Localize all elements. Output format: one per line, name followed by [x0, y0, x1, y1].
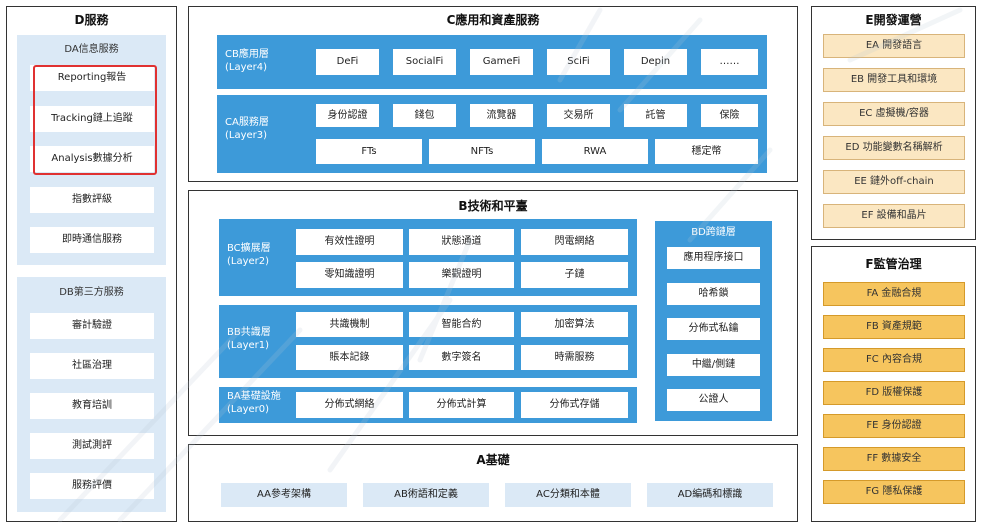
- ca-item-custody: 託管: [624, 104, 687, 127]
- bb-label-line1: BB共識層: [227, 327, 271, 338]
- ca-item-wallet: 錢包: [393, 104, 456, 127]
- cb-item-scifi: SciFi: [547, 49, 610, 75]
- b-tech-frame: B技術和平臺 BC擴展層 (Layer2) 有效性證明 狀態通道 閃電網絡 零知…: [188, 190, 798, 436]
- bb-item-smart-contract: 智能合約: [409, 312, 514, 337]
- bd-item-hashlock: 哈希鎖: [667, 283, 760, 305]
- bd-item-api: 應用程序接口: [667, 247, 760, 269]
- ca-item-stablecoin: 穩定幣: [655, 139, 758, 164]
- bc-item-subchain: 子鏈: [521, 262, 628, 288]
- ca-label-line2: (Layer3): [225, 129, 268, 141]
- cb-item-socialfi: SocialFi: [393, 49, 456, 75]
- bc-label-line1: BC擴展層: [227, 243, 271, 254]
- f-regulation-frame: F監管治理 FA 金融合規 FB 資產規範 FC 內容合規 FD 版權保護 FE…: [811, 246, 976, 522]
- f-item-data-security: FF 數據安全: [823, 447, 965, 471]
- f-item-content-compliance: FC 內容合規: [823, 348, 965, 372]
- c-apps-title: C應用和資產服務: [446, 13, 540, 27]
- da-item-reporting: Reporting報告: [30, 65, 154, 91]
- ca-item-fts: FTs: [316, 139, 422, 164]
- e-item-dev-language: EA 開發語言: [823, 34, 965, 58]
- bb-label-line2: (Layer1): [227, 339, 270, 351]
- ca-item-exchange: 交易所: [547, 104, 610, 127]
- da-label: DA信息服務: [64, 44, 119, 55]
- f-regulation-title: F監管治理: [865, 257, 922, 271]
- bb-item-timing-service: 時需服務: [521, 345, 628, 370]
- da-item-analysis: Analysis數據分析: [30, 146, 154, 172]
- f-item-asset-standards: FB 資產規範: [823, 315, 965, 339]
- a-foundation-title: A基礎: [476, 453, 510, 467]
- ca-item-nfts: NFTs: [429, 139, 535, 164]
- da-highlight-box: [33, 65, 157, 175]
- e-item-off-chain: EE 鏈外off-chain: [823, 170, 965, 194]
- bd-label: BD跨鏈層: [691, 227, 736, 238]
- d-services-frame: D服務 DA信息服務 Reporting報告 Tracking鏈上追蹤 Anal…: [6, 6, 177, 522]
- ca-item-identity: 身份認證: [316, 104, 379, 127]
- a-foundation-frame: A基礎 AA參考架構 AB術語和定義 AC分類和本體 AD編碼和標識: [188, 444, 798, 522]
- ca-item-insurance: 保險: [701, 104, 758, 127]
- e-item-devices-chips: EF 設備和晶片: [823, 204, 965, 228]
- f-item-financial-compliance: FA 金融合規: [823, 282, 965, 306]
- a-item-terms-definitions: AB術語和定義: [363, 483, 489, 507]
- c-apps-frame: C應用和資產服務 CB應用層 (Layer4) DeFi SocialFi Ga…: [188, 6, 798, 182]
- ba-label-line1: BA基礎設施: [227, 391, 281, 402]
- b-tech-title: B技術和平臺: [458, 199, 528, 213]
- e-item-domain-resolution: ED 功能變數名稱解析: [823, 136, 965, 160]
- f-item-copyright: FD 版權保護: [823, 381, 965, 405]
- e-item-dev-tools: EB 開發工具和環境: [823, 68, 965, 92]
- ba-label: BA基礎設施 (Layer0): [227, 391, 281, 416]
- ca-item-rwa: RWA: [542, 139, 648, 164]
- bd-item-notary: 公證人: [667, 389, 760, 411]
- ba-label-line2: (Layer0): [227, 403, 270, 415]
- e-item-vm-container: EC 虛擬機/容器: [823, 102, 965, 126]
- ba-item-distributed-network: 分佈式網絡: [296, 392, 403, 418]
- cb-item-defi: DeFi: [316, 49, 379, 75]
- ca-label: CA服務層 (Layer3): [225, 117, 269, 142]
- da-item-tracking: Tracking鏈上追蹤: [30, 106, 154, 132]
- cb-item-more: ……: [701, 49, 758, 75]
- cb-item-depin: Depin: [624, 49, 687, 75]
- cb-label-line1: CB應用層: [225, 49, 269, 60]
- da-item-index-rating: 指數評級: [30, 187, 154, 213]
- db-item-education: 教育培訓: [30, 393, 154, 419]
- db-item-community: 社區治理: [30, 353, 154, 379]
- e-devops-frame: E開發運營 EA 開發語言 EB 開發工具和環境 EC 虛擬機/容器 ED 功能…: [811, 6, 976, 240]
- cb-label-line2: (Layer4): [225, 61, 268, 73]
- db-label: DB第三方服務: [59, 287, 124, 298]
- ba-item-distributed-computing: 分佈式計算: [409, 392, 514, 418]
- bc-item-lightning: 閃電網絡: [521, 229, 628, 255]
- a-item-encoding-identification: AD編碼和標識: [647, 483, 773, 507]
- ca-label-line1: CA服務層: [225, 117, 269, 128]
- bb-item-crypto-algorithm: 加密算法: [521, 312, 628, 337]
- bd-item-distributed-key: 分佈式私鑰: [667, 318, 760, 340]
- bb-item-digital-signature: 數字簽名: [409, 345, 514, 370]
- e-devops-title: E開發運營: [865, 13, 922, 27]
- bd-item-relay-sidechain: 中繼/側鏈: [667, 354, 760, 376]
- da-item-instant-messaging: 即時通信服務: [30, 227, 154, 253]
- bc-label-line2: (Layer2): [227, 255, 270, 267]
- ca-item-browser: 流覽器: [470, 104, 533, 127]
- db-item-audit: 審計驗證: [30, 313, 154, 339]
- a-item-reference-architecture: AA參考架構: [221, 483, 347, 507]
- bb-label: BB共識層 (Layer1): [227, 327, 271, 352]
- db-item-testing: 測試測評: [30, 433, 154, 459]
- cb-item-gamefi: GameFi: [470, 49, 533, 75]
- cb-label: CB應用層 (Layer4): [225, 49, 269, 74]
- db-item-service-review: 服務評價: [30, 473, 154, 499]
- bc-item-state-channel: 狀態通道: [409, 229, 514, 255]
- bc-label: BC擴展層 (Layer2): [227, 243, 271, 268]
- d-services-title: D服務: [74, 13, 109, 27]
- a-item-classification-ontology: AC分類和本體: [505, 483, 631, 507]
- f-item-identity-auth: FE 身份認證: [823, 414, 965, 438]
- bc-item-optimistic-proof: 樂觀證明: [409, 262, 514, 288]
- bc-item-validity-proof: 有效性證明: [296, 229, 403, 255]
- bc-item-zk-proof: 零知識證明: [296, 262, 403, 288]
- ba-item-distributed-storage: 分佈式存儲: [521, 392, 628, 418]
- bb-item-ledger: 賬本記錄: [296, 345, 403, 370]
- f-item-privacy: FG 隱私保護: [823, 480, 965, 504]
- bb-item-consensus: 共識機制: [296, 312, 403, 337]
